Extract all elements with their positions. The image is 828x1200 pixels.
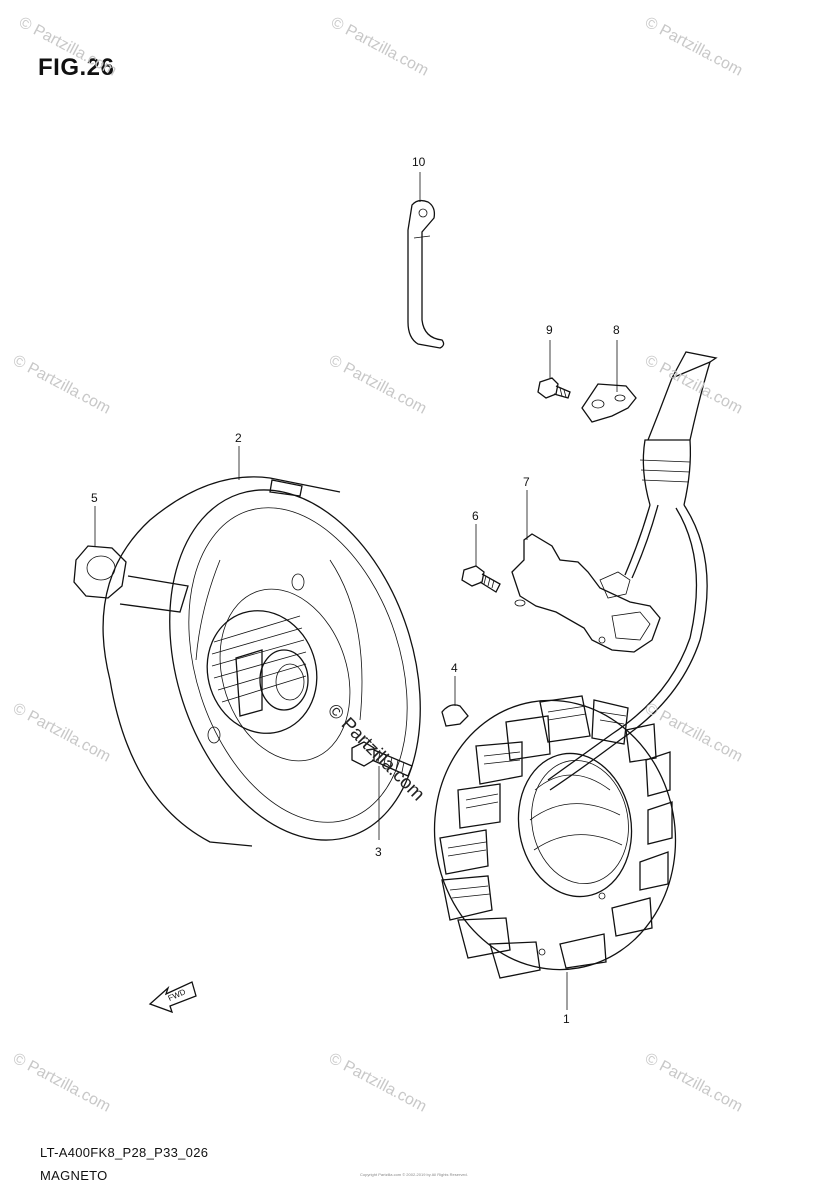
fwd-arrow-icon: FWD [148, 981, 197, 1014]
callout-7: 7 [523, 475, 530, 489]
callout-10: 10 [412, 155, 426, 169]
copyright-notice: Copyright Partzilla.com © 2002-2019 by A… [360, 1172, 468, 1177]
part-2-flywheel[interactable] [102, 457, 463, 872]
part-7-pickup-coil[interactable] [511, 351, 718, 791]
figure-code: LT-A400FK8_P28_P33_026 [40, 1145, 209, 1160]
part-8-plate[interactable] [581, 383, 637, 423]
callout-6: 6 [472, 509, 479, 523]
callout-8: 8 [613, 323, 620, 337]
part-1-stator[interactable] [413, 681, 696, 989]
callout-9: 9 [546, 323, 553, 337]
callout-1: 1 [563, 1012, 570, 1026]
part-5-nut[interactable] [73, 545, 127, 599]
callout-3: 3 [375, 845, 382, 859]
part-4-key[interactable] [441, 704, 469, 727]
callout-2: 2 [235, 431, 242, 445]
figure-caption: MAGNETO [40, 1168, 108, 1183]
part-3-bolt[interactable] [351, 741, 413, 777]
figure-title: FIG.26 [38, 54, 115, 81]
callout-5: 5 [91, 491, 98, 505]
callout-4: 4 [451, 661, 458, 675]
part-9-bolt[interactable] [537, 377, 571, 399]
part-10-bracket[interactable] [407, 199, 445, 349]
leader-lines [94, 172, 618, 1010]
part-6-bolt[interactable] [461, 565, 526, 607]
